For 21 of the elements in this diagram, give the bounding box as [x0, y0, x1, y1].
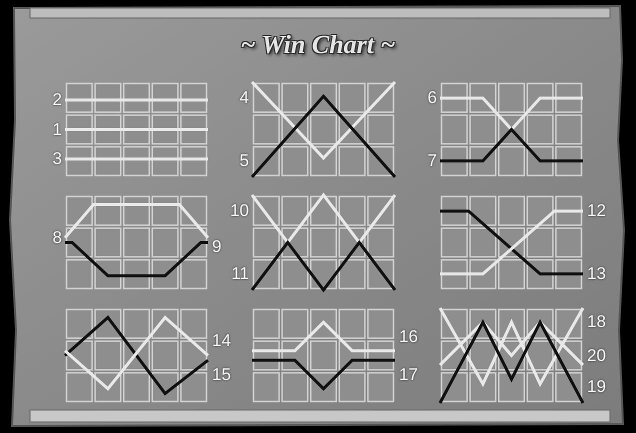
payline-number: 10 — [230, 201, 249, 222]
chart-title: ~ Win Chart ~ — [240, 30, 396, 60]
payline-number: 1 — [52, 120, 62, 140]
payline-number: 15 — [212, 364, 231, 384]
payline-number: 3 — [52, 148, 62, 169]
payline-number: 14 — [212, 331, 231, 352]
payline-number: 6 — [428, 88, 437, 108]
payline-number: 8 — [52, 228, 62, 248]
payline-number: 19 — [587, 376, 606, 397]
payline-number: 5 — [240, 150, 249, 171]
payline-number: 4 — [240, 88, 249, 108]
payline-number: 12 — [587, 201, 606, 222]
payline-number: 16 — [399, 326, 418, 346]
payline-number: 20 — [587, 346, 606, 366]
payline-number: 2 — [52, 90, 62, 110]
payline-number: 18 — [587, 312, 606, 332]
payline-number: 7 — [428, 150, 437, 171]
payline-number: 11 — [231, 264, 249, 284]
payline-number: 9 — [212, 237, 222, 258]
payline-number: 13 — [587, 264, 606, 284]
payline-number: 17 — [399, 364, 418, 384]
